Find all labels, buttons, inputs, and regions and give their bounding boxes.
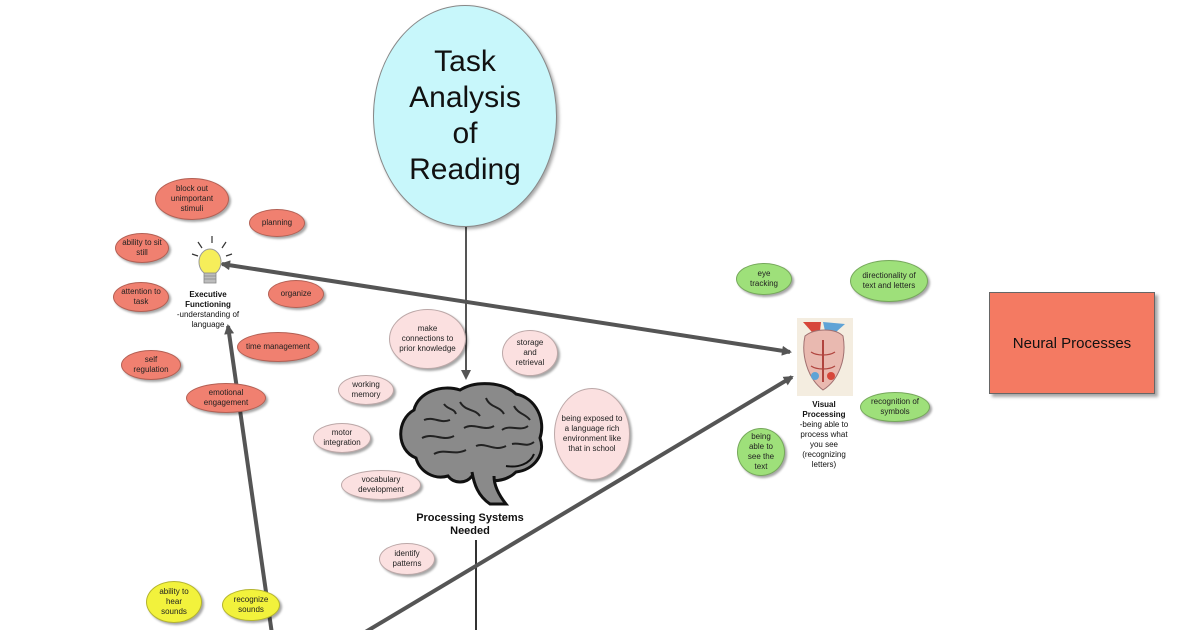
- visual-caption: Visual Processing -being able to process…: [795, 400, 853, 470]
- visual-detail: -being able to process what you see (rec…: [799, 420, 849, 469]
- bubble-planning[interactable]: planning: [249, 209, 305, 237]
- processing-label: Processing Systems Needed: [416, 512, 524, 537]
- executive-visual-arrow: [220, 260, 792, 356]
- bubble-storage-retrieval[interactable]: storage and retrieval: [502, 330, 558, 376]
- bubble-see-the-text[interactable]: being able to see the text: [737, 428, 785, 476]
- bubble-ability-to-hear-sounds[interactable]: ability to hear sounds: [146, 581, 202, 623]
- neural-processes-box[interactable]: Neural Processes: [989, 292, 1155, 394]
- visual-heading: Visual Processing: [802, 400, 846, 419]
- brain-anatomy-icon: [797, 318, 853, 396]
- bubble-emotional-engagement[interactable]: emotional engagement: [186, 383, 266, 413]
- neural-processes-label: Neural Processes: [1012, 334, 1132, 352]
- bubble-block-out-stimuli[interactable]: block out unimportant stimuli: [155, 178, 229, 220]
- auditory-visual-arrow: [364, 375, 794, 630]
- auditory-executive-arrow: [224, 324, 274, 630]
- bubble-ability-to-sit-still[interactable]: ability to sit still: [115, 233, 169, 263]
- bubble-identify-patterns[interactable]: identify patterns: [379, 543, 435, 575]
- bubble-self-regulation[interactable]: self regulation: [121, 350, 181, 380]
- bubble-language-rich-environment[interactable]: being exposed to a language rich environ…: [554, 388, 630, 480]
- bubble-vocabulary-development[interactable]: vocabulary development: [341, 470, 421, 500]
- brain-icon: [394, 380, 548, 506]
- bubble-prior-knowledge[interactable]: make connections to prior knowledge: [389, 309, 466, 369]
- executive-detail: -understanding of language: [176, 310, 240, 329]
- bubble-working-memory[interactable]: working memory: [338, 375, 394, 405]
- bubble-attention-to-task[interactable]: attention to task: [113, 282, 169, 312]
- title-text: Task Analysis of Reading: [409, 45, 521, 186]
- lightbulb-icon: [190, 234, 234, 290]
- bubble-recognize-sounds[interactable]: recognize sounds: [222, 589, 280, 621]
- bubble-directionality[interactable]: directionality of text and letters: [850, 260, 928, 302]
- bubble-motor-integration[interactable]: motor integration: [313, 423, 371, 453]
- bubble-recognition-of-symbols[interactable]: recognition of symbols: [860, 392, 930, 422]
- title-circle[interactable]: Task Analysis of Reading: [373, 5, 557, 227]
- executive-heading: Executive Functioning: [185, 290, 231, 309]
- executive-caption: Executive Functioning -understanding of …: [172, 290, 244, 330]
- bubble-eye-tracking[interactable]: eye tracking: [736, 263, 792, 295]
- bubble-time-management[interactable]: time management: [237, 332, 319, 362]
- bubble-organize[interactable]: organize: [268, 280, 324, 308]
